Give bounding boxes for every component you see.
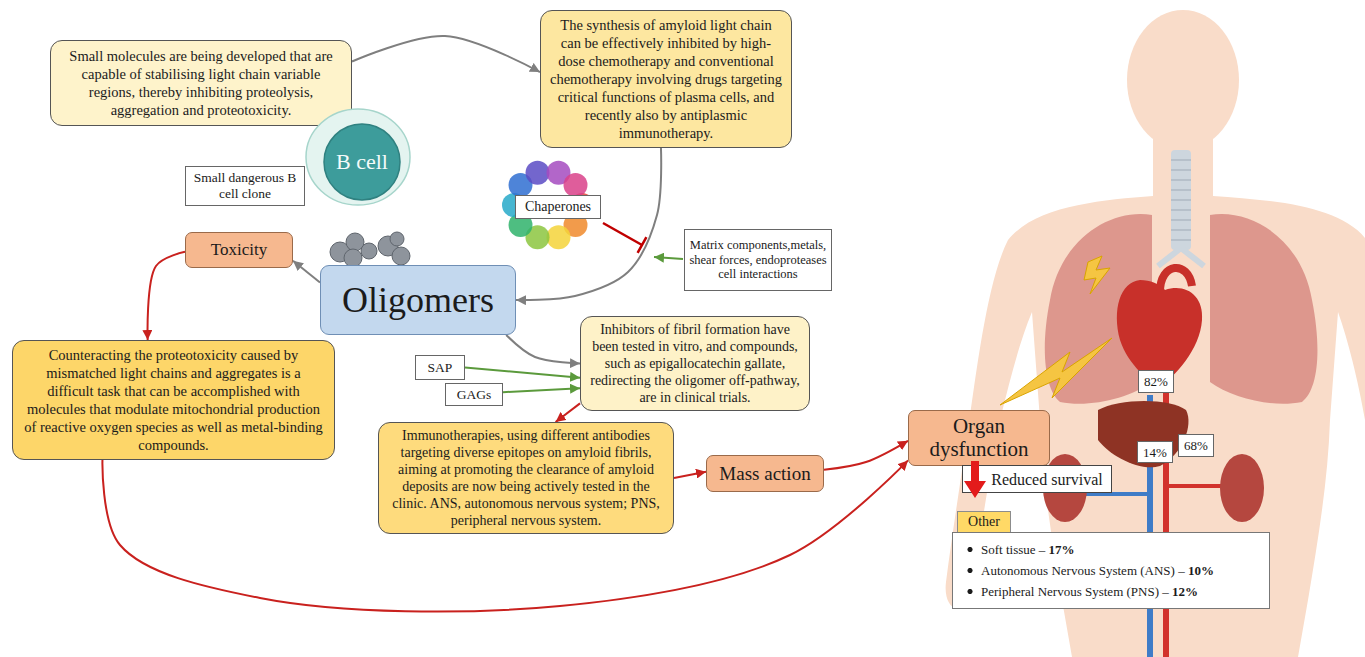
connector-arrow	[506, 335, 580, 364]
label-box: SAP	[415, 355, 465, 380]
percent-label: 14%	[1137, 441, 1173, 463]
node-text: Immunotherapies, using different antibod…	[387, 427, 665, 529]
chaperone-subunit	[564, 173, 588, 197]
promotion-arrow	[654, 257, 683, 259]
list-box: Soft tissue – 17% Autonomous Nervous Syst…	[952, 532, 1270, 609]
cell-body	[324, 124, 400, 200]
label-box: GAGs	[445, 383, 503, 406]
node-text: 14%	[1143, 445, 1167, 460]
inhibition-line	[603, 223, 646, 253]
node-text: Oligomers	[342, 280, 494, 320]
list-item: Soft tissue – 17%	[965, 540, 1075, 559]
node-text: Small molecules are being developed that…	[61, 47, 341, 119]
connector-arrow	[352, 36, 540, 72]
cell-membrane	[306, 109, 410, 205]
list-item-label: Peripheral Nervous System (PNS) –	[981, 584, 1172, 599]
list-item: Peripheral Nervous System (PNS) – 12%	[965, 582, 1198, 601]
list-item-value: 17%	[1049, 542, 1075, 557]
renal-artery	[1166, 484, 1222, 488]
list-item: Autonomous Nervous System (ANS) – 10%	[965, 561, 1214, 580]
oligomer-sphere	[392, 247, 410, 265]
right-kidney	[1220, 454, 1264, 522]
node-text: Toxicity	[211, 240, 267, 260]
node-text: Inhibitors of fibril formation have been…	[587, 321, 803, 406]
trachea	[1171, 150, 1191, 250]
oligomer-sphere	[390, 232, 404, 246]
stage-box: Toxicity	[185, 232, 293, 268]
connector-arrow	[674, 472, 706, 478]
oligomer-sphere	[361, 243, 377, 259]
node-text: SAP	[428, 360, 453, 376]
text-box: The synthesis of amyloid light chain can…	[540, 10, 792, 148]
node-text: Matrix components,metals, shear forces, …	[689, 238, 827, 282]
node-text: Chaperones	[525, 199, 591, 215]
node-text: Mass action	[719, 463, 810, 485]
text-box: Small molecules are being developed that…	[50, 40, 352, 126]
stage-box: Organ dysfunction	[908, 410, 1050, 466]
label-box: Small dangerous B cell clone	[185, 166, 305, 206]
node-text: Organ dysfunction	[915, 415, 1043, 461]
list-item-label: Soft tissue –	[981, 542, 1049, 557]
bronchi	[1158, 248, 1204, 266]
outcome-box: Reduced survival	[962, 465, 1112, 493]
connector-arrow	[503, 388, 580, 392]
node-text: The synthesis of amyloid light chain can…	[549, 16, 783, 142]
central-box: Oligomers	[320, 265, 516, 335]
node-text: GAGs	[457, 387, 492, 403]
aortic-arch	[1160, 268, 1192, 292]
connector-arrow	[293, 261, 320, 283]
lightning-bolt	[1084, 256, 1110, 294]
node-text: Other	[968, 514, 1000, 530]
connector-arrow	[516, 148, 661, 300]
list-item-value: 12%	[1172, 584, 1198, 599]
connector-arrow	[824, 441, 908, 470]
list-item-label: Autonomous Nervous System (ANS) –	[981, 563, 1188, 578]
node-text: Small dangerous B cell clone	[190, 170, 300, 202]
liver	[1098, 401, 1188, 467]
chaperone-subunit	[526, 161, 550, 185]
connector-arrow	[465, 368, 580, 378]
label-box: Chaperones	[515, 195, 601, 219]
connector-arrow	[556, 403, 580, 422]
node-text: B cell	[336, 149, 388, 175]
chaperone-subunit	[547, 225, 571, 249]
body-head	[1127, 10, 1239, 150]
decrease-arrow	[964, 461, 986, 498]
connector-arrow	[148, 252, 185, 340]
text-box: Immunotherapies, using different antibod…	[378, 422, 674, 534]
text-box: Counteracting the proteotoxicity caused …	[12, 340, 335, 460]
percent-label: 82%	[1138, 370, 1174, 393]
node-text: Counteracting the proteotoxicity caused …	[22, 346, 325, 454]
node-text: 82%	[1144, 374, 1168, 389]
stage-box: Mass action	[706, 455, 824, 492]
lightning-bolt	[1000, 338, 1112, 405]
trachea-rings	[1171, 160, 1191, 240]
node-text: 68%	[1184, 438, 1208, 453]
percent-label: 68%	[1178, 434, 1214, 457]
node-text: Reduced survival	[991, 470, 1103, 489]
label-box: Matrix components,metals, shear forces, …	[684, 229, 832, 291]
cell-circle: B cell	[305, 108, 411, 206]
heading-tab: Other	[957, 511, 1011, 533]
right-lung	[1210, 214, 1317, 404]
text-box: Inhibitors of fibril formation have been…	[580, 316, 810, 411]
list-item-value: 10%	[1188, 563, 1214, 578]
